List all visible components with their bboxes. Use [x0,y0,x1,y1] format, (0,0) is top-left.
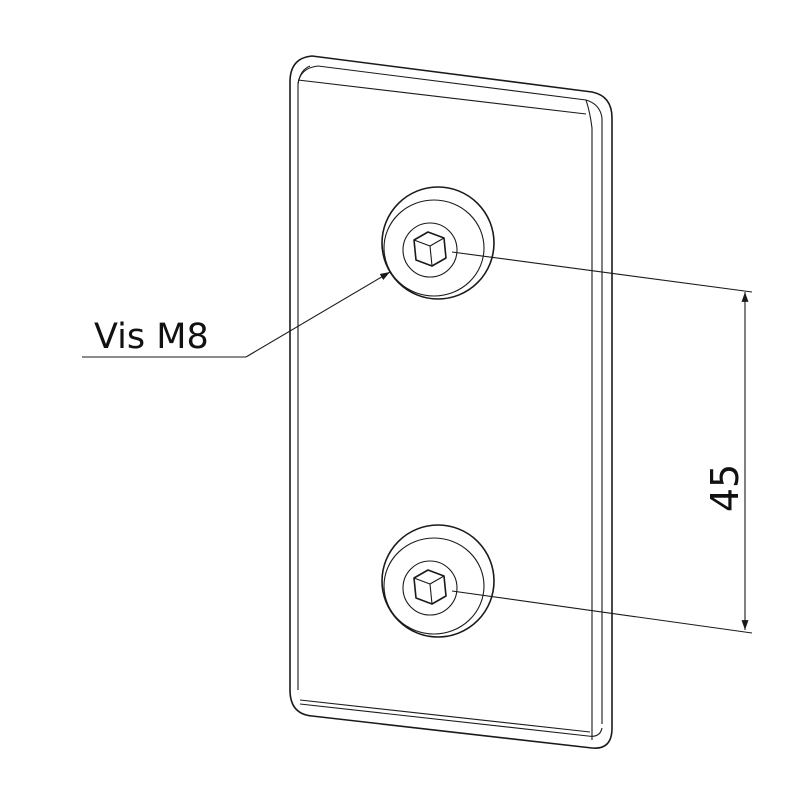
extension-line-bottom [451,590,753,634]
spacing-dimension: 45 [451,251,753,634]
screw-callout: Vis M8 [82,271,391,358]
callout-leader [245,271,391,358]
hex-socket-icon [413,231,447,267]
top-screw [381,186,495,300]
callout-label: Vis M8 [94,317,209,357]
bottom-screw [381,524,495,638]
extension-line-top [451,251,753,293]
connector-plate [289,55,613,749]
hex-socket-icon [413,569,447,605]
dimension-value: 45 [703,464,747,512]
